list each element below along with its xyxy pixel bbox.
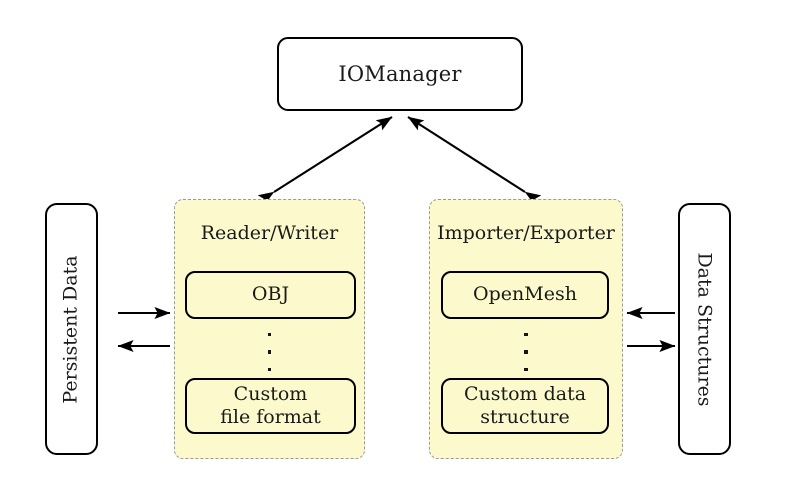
item-custom-data-structure-line2: structure	[480, 406, 570, 428]
item-custom-file-format-line1: Custom	[233, 382, 308, 405]
iomanager-node: IOManager	[277, 37, 523, 111]
item-custom-data-structure-line1: Custom data	[463, 382, 587, 405]
importer-exporter-ellipsis-icon	[519, 333, 533, 371]
group-importer-exporter: Importer/Exporter OpenMesh Custom data s…	[429, 199, 623, 459]
persistent-data-node: Persistent Data	[45, 203, 98, 455]
arrow-manager-readerwriter	[257, 116, 393, 206]
item-custom-data-structure: Custom data structure	[441, 378, 609, 434]
item-custom-file-format-line2: file format	[220, 406, 321, 428]
reader-writer-ellipsis-icon	[263, 333, 277, 371]
item-openmesh: OpenMesh	[441, 271, 609, 319]
group-reader-writer: Reader/Writer OBJ Custom file format	[174, 199, 365, 459]
group-importer-exporter-title: Importer/Exporter	[437, 222, 615, 244]
item-custom-data-structure-label: Custom data structure	[464, 383, 586, 429]
item-openmesh-label: OpenMesh	[473, 283, 577, 306]
iomanager-label: IOManager	[338, 62, 462, 86]
item-obj-label: OBJ	[251, 283, 290, 306]
data-structures-node: Data Structures	[678, 203, 731, 455]
group-reader-writer-title: Reader/Writer	[200, 222, 339, 244]
item-custom-file-format: Custom file format	[185, 378, 356, 434]
item-custom-file-format-label: Custom file format	[220, 383, 321, 429]
persistent-data-label: Persistent Data	[60, 254, 82, 404]
arrow-manager-importerexporter	[407, 116, 542, 206]
item-obj: OBJ	[185, 271, 356, 319]
data-structures-label: Data Structures	[694, 251, 716, 407]
